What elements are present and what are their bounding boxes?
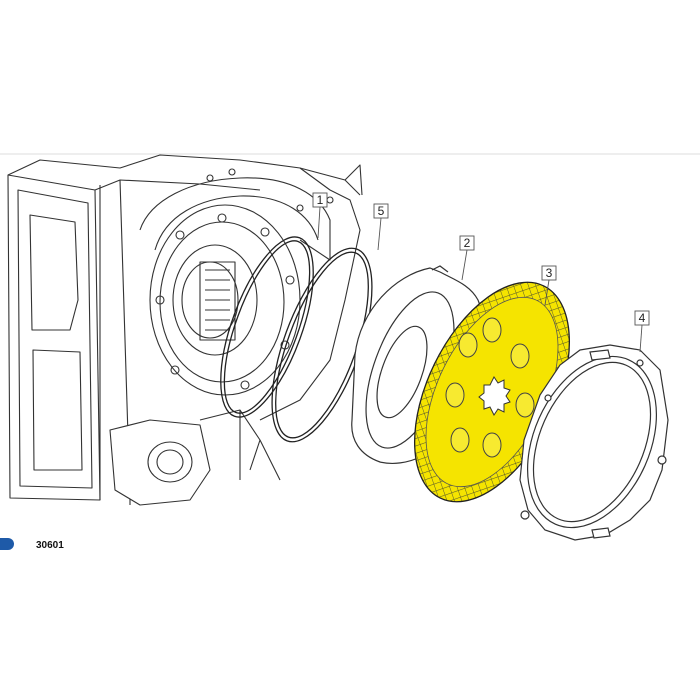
part-4-pressure-plate	[519, 344, 669, 541]
callout-1-label: 1	[317, 193, 324, 207]
callout-4-label: 4	[639, 311, 646, 325]
reference-number: 30601	[36, 540, 64, 551]
callout-5-label: 5	[378, 204, 385, 218]
callout-3: 3	[541, 265, 557, 281]
callout-3-label: 3	[546, 266, 553, 280]
callout-2-label: 2	[464, 236, 471, 250]
callout-2: 2	[459, 235, 475, 251]
callouts	[317, 206, 643, 353]
transmission-housing	[7, 154, 363, 506]
logo-fragment	[0, 538, 14, 550]
callout-5: 5	[373, 203, 389, 219]
callout-4: 4	[634, 310, 650, 326]
callout-1: 1	[312, 192, 328, 208]
part-1-o-ring	[220, 236, 314, 418]
